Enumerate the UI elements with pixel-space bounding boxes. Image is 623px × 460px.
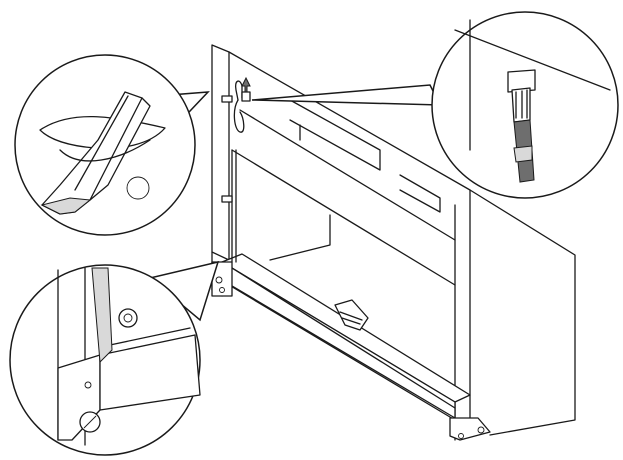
callout-bracket-detail — [9, 260, 220, 456]
pedal-unit — [334, 299, 369, 331]
callout-clamp-detail — [14, 54, 210, 236]
pedal-cord — [221, 76, 251, 263]
bottom-rail — [211, 253, 491, 441]
callout-connector-detail — [251, 11, 619, 199]
part-label-circle — [126, 176, 150, 200]
